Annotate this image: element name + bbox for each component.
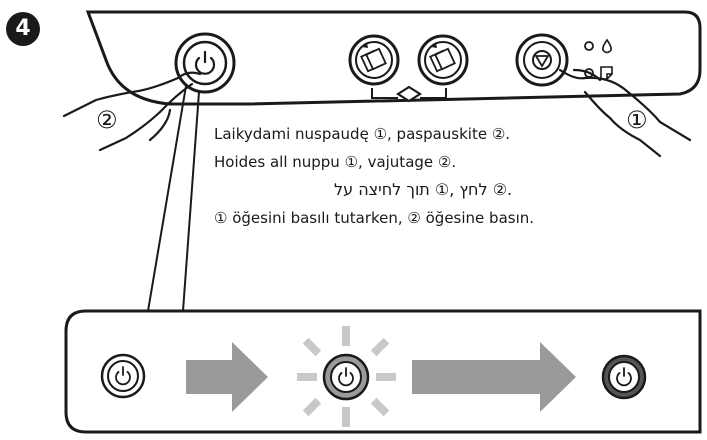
zoom-connector [147, 85, 200, 312]
copy-bracket [371, 85, 447, 103]
power-light-off [100, 353, 146, 399]
power-icon [115, 366, 131, 386]
instruction-estonian: Hoides all nuppu ①, vajutage ②. [214, 153, 457, 171]
copy-bw-icon [429, 43, 456, 73]
pointing-hand-icon [62, 71, 202, 152]
power-icon [616, 367, 632, 387]
right-arrow-icon [186, 342, 268, 412]
power-icon [338, 367, 354, 387]
power-light-on [601, 354, 647, 400]
bw-copy-button[interactable] [417, 34, 469, 86]
ink-drop-icon [602, 38, 612, 54]
callout-left: ② [96, 106, 118, 134]
callout-right: ① [626, 106, 648, 134]
step-number-badge: 4 [6, 12, 40, 46]
pointing-hand-icon [558, 68, 692, 158]
instruction-turkish: ① öğesini basılı tutarken, ② öğesine bas… [214, 209, 535, 227]
right-arrow-icon [412, 342, 576, 412]
ink-status-light [584, 38, 612, 54]
power-light-flashing [297, 326, 396, 427]
paper-icon [600, 66, 613, 80]
power-button[interactable] [174, 32, 236, 94]
instruction-hebrew: .② לחץ ,① תוך לחיצה על [334, 180, 513, 199]
power-icon [194, 50, 216, 75]
instruction-lithuanian: Laikydami nuspaudę ①, paspauskite ②. [214, 125, 511, 143]
stop-button[interactable] [515, 33, 569, 87]
light-burst-icon [297, 326, 396, 427]
copy-color-icon [360, 43, 387, 73]
color-copy-button[interactable] [348, 34, 400, 86]
instruction-text-block: Laikydami nuspaudę ①, paspauskite ②. Hoi… [214, 120, 654, 232]
stop-icon [532, 50, 552, 70]
